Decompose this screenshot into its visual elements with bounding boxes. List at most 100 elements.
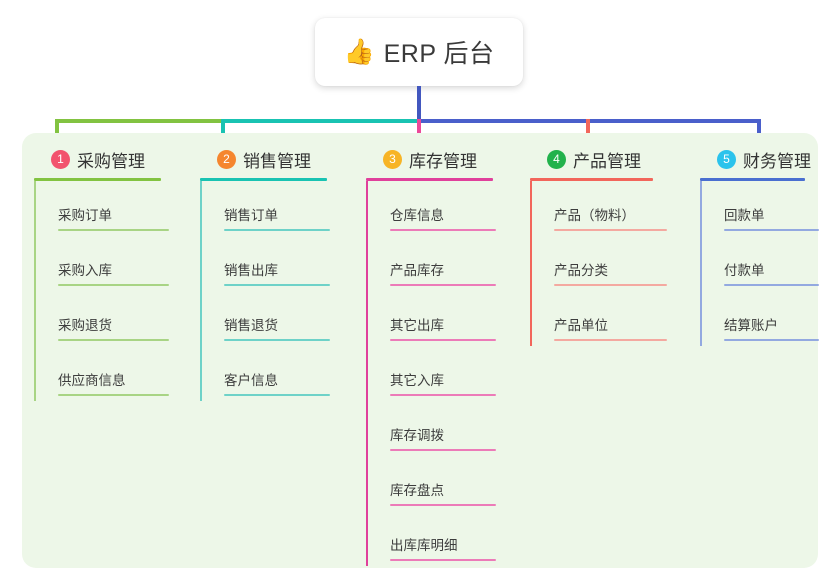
leaf-label: 产品单位 (554, 318, 608, 333)
leaf-rule (224, 339, 330, 341)
leaf-rule (390, 394, 496, 396)
leaf-spine (366, 181, 368, 236)
leaf-spine (200, 236, 202, 291)
leaf-rule (58, 284, 169, 286)
leaf-label: 仓库信息 (390, 208, 444, 223)
leaf-rule (224, 229, 330, 231)
branch-title-5: 财务管理 (743, 151, 811, 171)
leaf-item[interactable]: 采购退货 (34, 291, 186, 346)
branch-rule-5 (700, 178, 805, 181)
leaf-item[interactable]: 结算账户 (700, 291, 830, 346)
leaf-rule (390, 284, 496, 286)
leaf-item[interactable]: 客户信息 (200, 346, 352, 401)
leaf-spine (200, 291, 202, 346)
branch-header-5[interactable]: 5 财务管理 (700, 146, 830, 172)
leaf-label: 库存调拨 (390, 428, 444, 443)
leaf-rule (58, 229, 169, 231)
leaf-label: 付款单 (724, 263, 765, 278)
leaf-label: 销售订单 (224, 208, 278, 223)
branch-title-1: 采购管理 (77, 151, 145, 171)
branch-badge-2: 2 (217, 149, 236, 169)
leaf-label: 采购订单 (58, 208, 112, 223)
branch-badge-1: 1 (51, 149, 70, 169)
bar-segment-teal (221, 119, 419, 123)
leaf-label: 采购退货 (58, 318, 112, 333)
branch-rule-4 (530, 178, 653, 181)
leaf-spine (700, 236, 702, 291)
leaf-spine (700, 291, 702, 346)
leaf-spine (366, 456, 368, 511)
leaf-spine (366, 346, 368, 401)
branch-badge-5: 5 (717, 149, 736, 169)
thumbs-up-icon: 👍 (343, 37, 375, 66)
leaf-list-1: 采购订单采购入库采购退货供应商信息 (34, 181, 186, 401)
leaf-label: 其它入库 (390, 373, 444, 388)
leaf-item[interactable]: 采购入库 (34, 236, 186, 291)
leaf-item[interactable]: 付款单 (700, 236, 830, 291)
leaf-item[interactable]: 仓库信息 (366, 181, 518, 236)
leaf-spine (200, 181, 202, 236)
leaf-spine (366, 401, 368, 456)
leaf-item[interactable]: 回款单 (700, 181, 830, 236)
leaf-list-3: 仓库信息产品库存其它出库其它入库库存调拨库存盘点出库库明细 (366, 181, 518, 566)
leaf-spine (200, 346, 202, 401)
leaf-spine (34, 291, 36, 346)
branch-header-2[interactable]: 2 销售管理 (200, 146, 352, 172)
leaf-rule (390, 229, 496, 231)
leaf-item[interactable]: 产品单位 (530, 291, 678, 346)
leaf-label: 供应商信息 (58, 373, 126, 388)
leaf-item[interactable]: 库存盘点 (366, 456, 518, 511)
root-node[interactable]: 👍 ERP 后台 (315, 18, 523, 86)
diagram-panel (22, 133, 818, 568)
leaf-list-4: 产品（物料） 产品分类产品单位 (530, 181, 678, 346)
branch-column-5: 5 财务管理回款单付款单结算账户 (700, 146, 830, 346)
leaf-rule (390, 339, 496, 341)
leaf-item[interactable]: 产品库存 (366, 236, 518, 291)
leaf-rule (58, 394, 169, 396)
branch-title-4: 产品管理 (573, 151, 641, 171)
leaf-rule (554, 339, 667, 341)
leaf-list-5: 回款单付款单结算账户 (700, 181, 830, 346)
leaf-spine (530, 236, 532, 291)
leaf-item[interactable]: 供应商信息 (34, 346, 186, 401)
leaf-rule (724, 284, 819, 286)
leaf-item[interactable]: 采购订单 (34, 181, 186, 236)
branch-rule-1 (34, 178, 161, 181)
leaf-label: 客户信息 (224, 373, 278, 388)
leaf-spine (530, 181, 532, 236)
leaf-spine (366, 291, 368, 346)
leaf-item[interactable]: 销售订单 (200, 181, 352, 236)
leaf-rule (224, 284, 330, 286)
leaf-rule (390, 504, 496, 506)
leaf-item[interactable]: 产品（物料） (530, 181, 678, 236)
leaf-item[interactable]: 出库库明细 (366, 511, 518, 566)
leaf-item[interactable]: 销售出库 (200, 236, 352, 291)
leaf-spine (366, 236, 368, 291)
bar-segment-green (55, 119, 223, 123)
leaf-rule (554, 229, 667, 231)
leaf-item[interactable]: 销售退货 (200, 291, 352, 346)
branch-column-1: 1 采购管理采购订单采购入库采购退货供应商信息 (34, 146, 186, 401)
branch-title-2: 销售管理 (243, 151, 311, 171)
bar-segment-indigo (417, 119, 761, 123)
leaf-item[interactable]: 其它入库 (366, 346, 518, 401)
leaf-rule (390, 559, 496, 561)
leaf-item[interactable]: 产品分类 (530, 236, 678, 291)
branch-rule-3 (366, 178, 493, 181)
branch-header-1[interactable]: 1 采购管理 (34, 146, 186, 172)
leaf-spine (530, 291, 532, 346)
leaf-spine (366, 511, 368, 566)
leaf-label: 库存盘点 (390, 483, 444, 498)
leaf-label: 产品（物料） (554, 208, 635, 223)
leaf-item[interactable]: 库存调拨 (366, 401, 518, 456)
leaf-rule (554, 284, 667, 286)
leaf-item[interactable]: 其它出库 (366, 291, 518, 346)
leaf-label: 采购入库 (58, 263, 112, 278)
leaf-label: 产品库存 (390, 263, 444, 278)
branch-title-3: 库存管理 (409, 151, 477, 171)
leaf-rule (390, 449, 496, 451)
leaf-label: 产品分类 (554, 263, 608, 278)
